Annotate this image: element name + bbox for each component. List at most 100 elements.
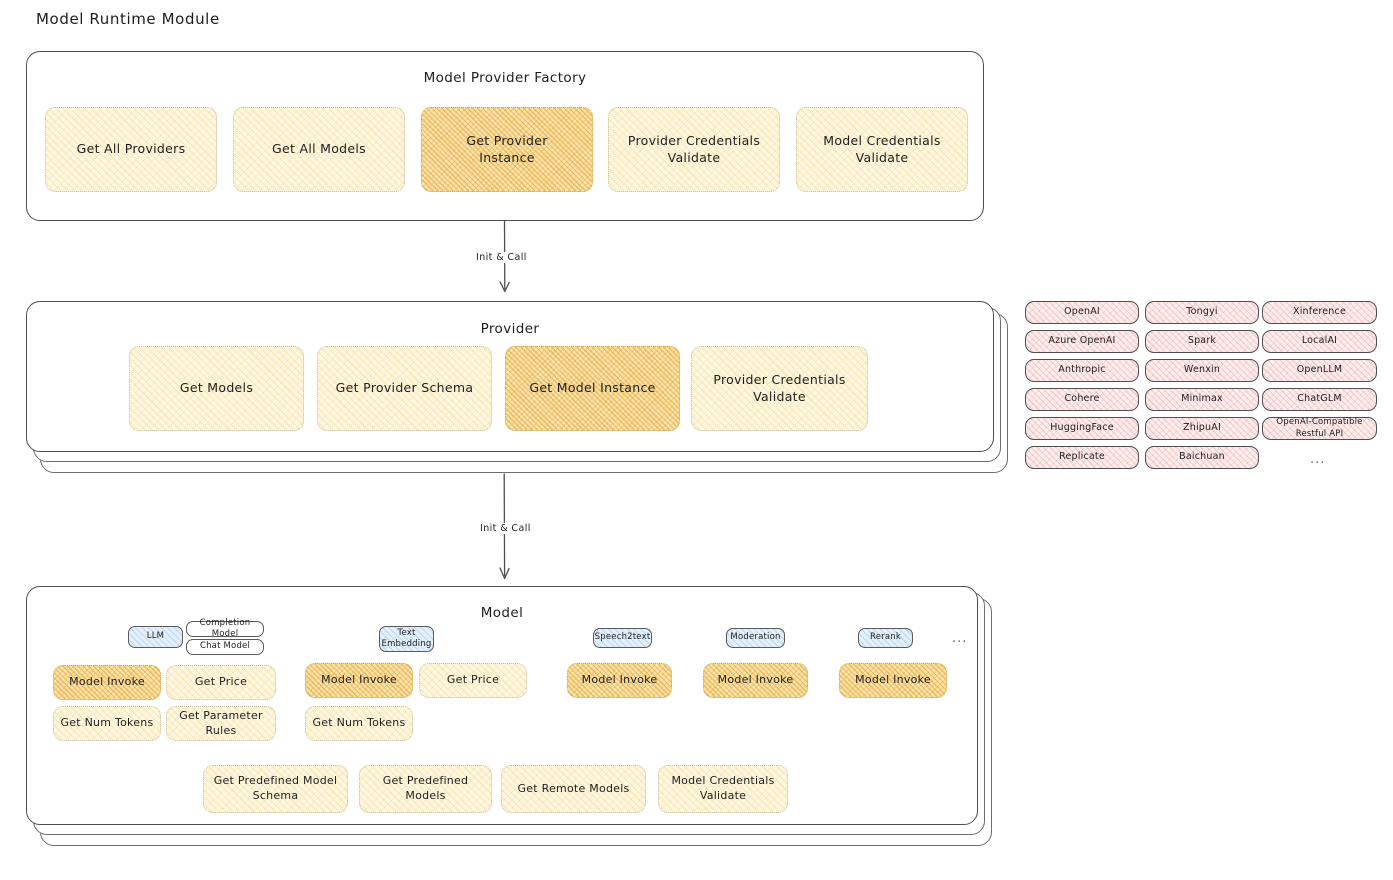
factory-node-model-credentials-validate-label: Model Credentials Validate bbox=[823, 132, 941, 165]
provider-pill-tongyi-label: Tongyi bbox=[1186, 306, 1218, 318]
factory-node-model-credentials-validate[interactable]: Model Credentials Validate bbox=[796, 107, 968, 192]
provider-pill-replicate[interactable]: Replicate bbox=[1025, 446, 1139, 469]
model-common-get-predefined-models-label: Get Predefined Models bbox=[382, 774, 469, 802]
factory-node-get-provider-instance[interactable]: Get Provider Instance bbox=[421, 107, 593, 192]
model-type-moderation-label: Moderation bbox=[730, 632, 781, 643]
arrow-label-init-call-1: Init & Call bbox=[472, 252, 531, 263]
provider-pill-xinference[interactable]: Xinference bbox=[1262, 301, 1377, 324]
provider-pill-chatglm[interactable]: ChatGLM bbox=[1262, 388, 1377, 411]
model-title: Model bbox=[480, 605, 524, 621]
factory-node-get-provider-instance-label: Get Provider Instance bbox=[466, 132, 548, 165]
model-type-llm[interactable]: LLM bbox=[128, 626, 183, 648]
model-method-moderation-model-invoke[interactable]: Model Invoke bbox=[703, 663, 808, 698]
provider-node-get-models[interactable]: Get Models bbox=[129, 346, 304, 431]
provider-pill-zhipuai-label: ZhipuAI bbox=[1183, 422, 1221, 434]
model-method-llm-get-price[interactable]: Get Price bbox=[166, 665, 276, 700]
provider-pill-openllm-label: OpenLLM bbox=[1296, 364, 1343, 376]
model-subtype-chat-model-label: Chat Model bbox=[199, 641, 251, 652]
provider-node-get-model-instance[interactable]: Get Model Instance bbox=[505, 346, 680, 431]
provider-pill-azure-openai-label: Azure OpenAI bbox=[1048, 335, 1116, 347]
model-common-get-predefined-model-schema-label: Get Predefined Model Schema bbox=[213, 774, 338, 802]
model-type-speech2text[interactable]: Speech2text bbox=[593, 628, 652, 648]
provider-pill-localai-label: LocalAI bbox=[1301, 335, 1338, 347]
factory-node-provider-credentials-validate-label: Provider Credentials Validate bbox=[627, 132, 761, 165]
provider-pill-openai-compatible-restful-api[interactable]: OpenAI-Compatible Restful API bbox=[1262, 417, 1377, 440]
provider-pill-spark[interactable]: Spark bbox=[1145, 330, 1259, 353]
provider-pill-azure-openai[interactable]: Azure OpenAI bbox=[1025, 330, 1139, 353]
model-subtype-completion-model-label: Completion Model bbox=[199, 617, 251, 639]
model-method-llm-get-parameter-rules[interactable]: Get Parameter Rules bbox=[166, 706, 276, 741]
provider-pill-zhipuai[interactable]: ZhipuAI bbox=[1145, 417, 1259, 440]
provider-pill-anthropic[interactable]: Anthropic bbox=[1025, 359, 1139, 382]
model-method-text-embedding-get-price[interactable]: Get Price bbox=[419, 663, 527, 698]
model-common-model-credentials-validate[interactable]: Model Credentials Validate bbox=[658, 765, 788, 813]
provider-pill-tongyi[interactable]: Tongyi bbox=[1145, 301, 1259, 324]
provider-pill-huggingface[interactable]: HuggingFace bbox=[1025, 417, 1139, 440]
model-method-llm-get-num-tokens[interactable]: Get Num Tokens bbox=[53, 706, 161, 741]
model-type-text-embedding[interactable]: Text Embedding bbox=[379, 626, 434, 652]
provider-pill-openllm[interactable]: OpenLLM bbox=[1262, 359, 1377, 382]
model-type-moderation[interactable]: Moderation bbox=[726, 628, 785, 648]
factory-node-provider-credentials-validate[interactable]: Provider Credentials Validate bbox=[608, 107, 780, 192]
provider-pill-wenxin-label: Wenxin bbox=[1183, 364, 1221, 376]
model-type-text-embedding-label: Text Embedding bbox=[381, 627, 432, 649]
page-title: Model Runtime Module bbox=[36, 10, 220, 28]
model-method-speech2text-model-invoke-label: Model Invoke bbox=[581, 673, 658, 687]
model-method-rerank-model-invoke-label: Model Invoke bbox=[855, 673, 931, 687]
provider-pill-openai-compatible-restful-api-label: OpenAI-Compatible Restful API bbox=[1276, 417, 1363, 439]
model-subtype-chat-model[interactable]: Chat Model bbox=[186, 639, 264, 655]
model-method-llm-get-num-tokens-label: Get Num Tokens bbox=[60, 716, 154, 730]
model-type-rerank[interactable]: Rerank bbox=[858, 628, 913, 648]
model-common-get-remote-models[interactable]: Get Remote Models bbox=[501, 765, 646, 813]
provider-pill-openai-label: OpenAI bbox=[1064, 306, 1100, 318]
provider-pill-anthropic-label: Anthropic bbox=[1058, 364, 1106, 376]
provider-pill-minimax[interactable]: Minimax bbox=[1145, 388, 1259, 411]
model-method-text-embedding-model-invoke[interactable]: Model Invoke bbox=[305, 663, 413, 698]
model-method-llm-get-price-label: Get Price bbox=[194, 675, 248, 689]
model-common-get-predefined-model-schema[interactable]: Get Predefined Model Schema bbox=[203, 765, 348, 813]
provider-title: Provider bbox=[480, 321, 540, 337]
model-common-model-credentials-validate-label: Model Credentials Validate bbox=[671, 774, 775, 802]
model-provider-factory-title: Model Provider Factory bbox=[423, 70, 587, 86]
model-method-llm-model-invoke-label: Model Invoke bbox=[69, 675, 145, 689]
model-method-speech2text-model-invoke[interactable]: Model Invoke bbox=[567, 663, 672, 698]
model-method-text-embedding-get-price-label: Get Price bbox=[446, 673, 500, 687]
model-subtype-completion-model[interactable]: Completion Model bbox=[186, 618, 264, 639]
provider-pill-xinference-label: Xinference bbox=[1293, 306, 1346, 318]
provider-pill-spark-label: Spark bbox=[1187, 335, 1217, 347]
provider-node-get-models-label: Get Models bbox=[179, 380, 254, 396]
provider-node-get-provider-schema[interactable]: Get Provider Schema bbox=[317, 346, 492, 431]
model-method-text-embedding-model-invoke-label: Model Invoke bbox=[321, 673, 397, 687]
model-method-llm-get-parameter-rules-label: Get Parameter Rules bbox=[179, 708, 263, 737]
model-common-get-predefined-models[interactable]: Get Predefined Models bbox=[359, 765, 492, 813]
provider-node-provider-credentials-validate-label: Provider Credentials Validate bbox=[713, 371, 846, 404]
model-method-rerank-model-invoke[interactable]: Model Invoke bbox=[839, 663, 947, 698]
provider-pill-replicate-label: Replicate bbox=[1059, 451, 1105, 463]
arrow-label-init-call-2: Init & Call bbox=[476, 523, 535, 534]
provider-pill-openai[interactable]: OpenAI bbox=[1025, 301, 1139, 324]
provider-pill-cohere-label: Cohere bbox=[1064, 393, 1100, 405]
provider-pill-wenxin[interactable]: Wenxin bbox=[1145, 359, 1259, 382]
model-method-text-embedding-get-num-tokens[interactable]: Get Num Tokens bbox=[305, 706, 413, 741]
factory-node-get-all-providers[interactable]: Get All Providers bbox=[45, 107, 217, 192]
provider-node-provider-credentials-validate[interactable]: Provider Credentials Validate bbox=[691, 346, 868, 431]
model-common-get-remote-models-label: Get Remote Models bbox=[517, 781, 630, 795]
model-type-rerank-label: Rerank bbox=[870, 632, 901, 643]
provider-list-more: ... bbox=[1310, 452, 1326, 467]
provider-pill-baichuan[interactable]: Baichuan bbox=[1145, 446, 1259, 469]
model-type-llm-label: LLM bbox=[146, 631, 165, 642]
factory-node-get-all-providers-label: Get All Providers bbox=[76, 141, 186, 157]
factory-node-get-all-models-label: Get All Models bbox=[272, 141, 366, 157]
provider-pill-cohere[interactable]: Cohere bbox=[1025, 388, 1139, 411]
provider-pill-huggingface-label: HuggingFace bbox=[1050, 422, 1114, 434]
model-type-speech2text-label: Speech2text bbox=[594, 632, 651, 643]
provider-node-get-model-instance-label: Get Model Instance bbox=[529, 380, 656, 396]
model-method-moderation-model-invoke-label: Model Invoke bbox=[717, 673, 794, 687]
provider-node-get-provider-schema-label: Get Provider Schema bbox=[335, 380, 474, 396]
provider-pill-baichuan-label: Baichuan bbox=[1179, 451, 1225, 463]
model-method-llm-model-invoke[interactable]: Model Invoke bbox=[53, 665, 161, 700]
model-types-more: ... bbox=[952, 631, 968, 646]
factory-node-get-all-models[interactable]: Get All Models bbox=[233, 107, 405, 192]
provider-pill-localai[interactable]: LocalAI bbox=[1262, 330, 1377, 353]
